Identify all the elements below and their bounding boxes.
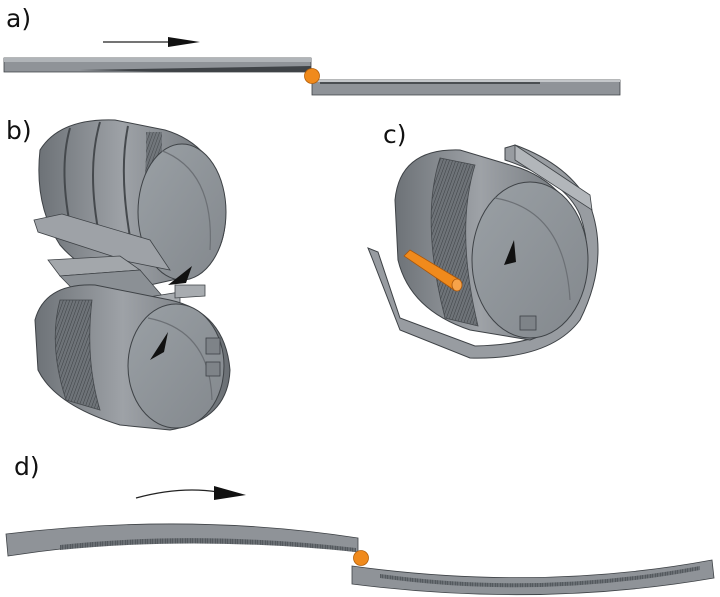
- label-d: d): [14, 452, 40, 481]
- half-shell: [367, 144, 599, 359]
- label-b: b): [6, 116, 32, 145]
- panel-c: [367, 144, 599, 359]
- lower-roll: [34, 284, 231, 431]
- strip-a-right: [311, 79, 621, 96]
- panel-a: [3, 37, 621, 96]
- label-c: c): [383, 120, 407, 149]
- strip-d-left: [5, 523, 359, 557]
- workpiece-pin: [403, 249, 463, 292]
- strip-a-left: [3, 57, 312, 73]
- rotation-arrow-upper: [168, 266, 192, 285]
- pivot-dot-a: [304, 68, 320, 84]
- strip-d-right: [351, 559, 715, 596]
- pivot-dot-d: [353, 550, 369, 566]
- panel-b: [33, 119, 231, 431]
- arrow-d: [135, 486, 246, 500]
- rotation-arrow-c: [504, 240, 516, 265]
- inner-roll: [394, 149, 589, 341]
- arrow-a: [103, 37, 200, 47]
- rotation-arrow-lower: [150, 332, 168, 360]
- panel-d: [5, 486, 715, 596]
- lower-roll-face: [127, 303, 225, 429]
- inner-roll-face: [471, 181, 589, 339]
- label-a: a): [6, 4, 32, 33]
